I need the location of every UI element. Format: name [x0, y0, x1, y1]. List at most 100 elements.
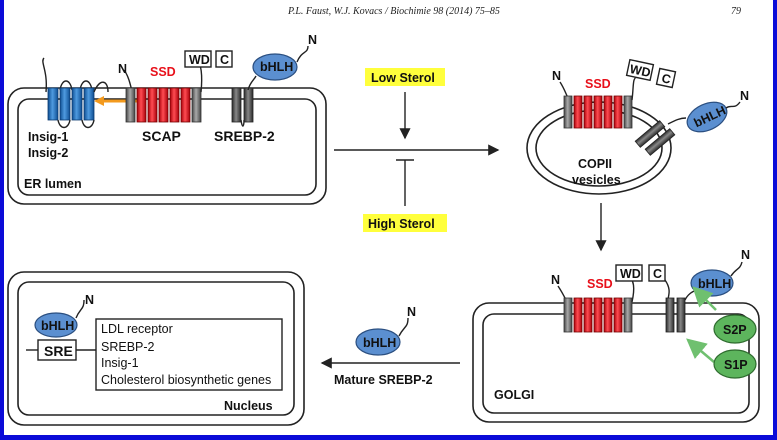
wd-domain-golgi	[615, 264, 643, 282]
srebp2-helix	[644, 128, 676, 156]
ssd-helix	[169, 87, 180, 123]
target-gene-item: LDL receptor	[101, 322, 173, 336]
srebp2-helix	[243, 87, 254, 123]
page-number: 79	[731, 6, 741, 17]
low-sterol-highlight	[365, 68, 445, 86]
scap-helix	[125, 87, 136, 123]
ssd-helix	[603, 297, 613, 333]
target-gene-item: Cholesterol biosynthetic genes	[101, 373, 271, 387]
c-domain-golgi	[648, 264, 666, 282]
c-label-golgi: C	[653, 267, 662, 281]
ssd-helix	[613, 297, 623, 333]
bhlh-n-terminus-nucleus: N	[85, 293, 94, 307]
golgi-label: GOLGI	[494, 388, 534, 402]
srebp2-label-er: SREBP-2	[214, 128, 275, 144]
scap-helix	[191, 87, 202, 123]
ssd-helix	[593, 95, 603, 129]
bhlh-domain-mature	[355, 328, 401, 356]
high-sterol-label: High Sterol	[368, 217, 435, 231]
ssd-helix	[147, 87, 158, 123]
c-label-er: C	[220, 53, 229, 67]
copii-vesicle: COPII vesicles N SSD WD C bHLH N	[526, 58, 749, 195]
bhlh-domain-er	[252, 53, 298, 81]
nucleus-compartment: Nucleus bHLH N SRE LDL receptor SREBP-2 …	[7, 271, 305, 426]
s1p-cleavage-arrow	[692, 286, 717, 311]
srebp2-helix	[676, 297, 686, 333]
figure-page: P.L. Faust, W.J. Kovacs / Biochimie 98 (…	[4, 0, 773, 435]
nucleus-membrane-inner	[17, 281, 295, 416]
srebp2-helix	[231, 87, 242, 123]
scap-label: SCAP	[142, 128, 181, 144]
golgi-scap-n-terminus: N	[551, 273, 560, 287]
s2p-label: S2P	[723, 323, 747, 337]
mature-srebp2-label: Mature SREBP-2	[334, 373, 433, 387]
srebp2-helix	[634, 120, 666, 148]
ssd-helix	[573, 95, 583, 129]
wd-label-copii: WD	[629, 62, 652, 80]
ssd-label-golgi: SSD	[587, 277, 613, 291]
c-label-copii: C	[660, 71, 672, 87]
bhlh-n-terminus-mature: N	[407, 305, 416, 319]
ssd-helix	[158, 87, 169, 123]
ssd-helix	[583, 95, 593, 129]
wd-domain-copii	[625, 58, 655, 82]
nucleus-membrane-outer	[7, 271, 305, 426]
bhlh-domain-copii	[686, 101, 728, 133]
insig-helix	[47, 87, 59, 121]
ssd-helix	[136, 87, 147, 123]
s1p-label: S1P	[724, 358, 748, 372]
c-domain-copii	[655, 67, 677, 89]
low-sterol-label: Low Sterol	[371, 71, 435, 85]
insig-helix	[71, 87, 83, 121]
ssd-label-copii: SSD	[585, 77, 611, 91]
insig-2-label: Insig-2	[28, 146, 68, 160]
copii-label-line1: COPII	[578, 157, 612, 171]
orange-arrowhead	[94, 96, 104, 106]
bhlh-domain-nucleus	[34, 312, 78, 338]
wd-label-er: WD	[189, 53, 210, 67]
bhlh-label-nucleus: bHLH	[41, 319, 74, 333]
c-domain-er	[215, 50, 233, 68]
golgi-compartment: GOLGI N SSD WD C bHLH N S2P S1P	[472, 248, 760, 423]
scap-helix	[563, 95, 573, 129]
wd-domain-er	[184, 50, 212, 68]
insig-protein: Insig-1 Insig-2	[28, 57, 109, 160]
wd-label-golgi: WD	[620, 267, 641, 281]
insig-helix	[83, 87, 95, 121]
high-sterol-highlight	[363, 214, 447, 232]
target-genes-box	[95, 318, 283, 391]
bhlh-n-terminus-er: N	[308, 33, 317, 47]
nucleus-label: Nucleus	[224, 399, 273, 413]
target-gene-item: SREBP-2	[101, 340, 155, 354]
srebp2-protein-er: bHLH N SREBP-2	[214, 33, 317, 144]
scap-helix	[623, 297, 633, 333]
ssd-helix	[180, 87, 191, 123]
ssd-helix	[603, 95, 613, 129]
mature-srebp2: bHLH N Mature SREBP-2	[320, 305, 460, 387]
target-gene-item: Insig-1	[101, 356, 139, 370]
bhlh-n-terminus-copii: N	[740, 89, 749, 103]
s2p-cleavage-arrow	[686, 338, 715, 363]
sre-label: SRE	[44, 343, 73, 359]
insig-1-label: Insig-1	[28, 130, 68, 144]
copii-label-line2: vesicles	[572, 173, 621, 187]
ssd-helix	[583, 297, 593, 333]
er-lumen-label: ER lumen	[24, 177, 82, 191]
srebp2-helix	[665, 297, 675, 333]
copii-scap-n-terminus: N	[552, 69, 561, 83]
scap-protein-er: N SSD SCAP WD C	[118, 50, 233, 144]
ssd-label-er: SSD	[150, 65, 176, 79]
insig-n-tail	[42, 57, 48, 93]
s2p-protease	[713, 314, 757, 344]
insig-helix	[59, 87, 71, 121]
bhlh-label-er: bHLH	[260, 60, 293, 74]
s1p-protease	[713, 349, 757, 379]
ssd-helix	[573, 297, 583, 333]
bhlh-label-golgi: bHLH	[698, 277, 731, 291]
scap-n-terminus: N	[118, 62, 127, 76]
scap-helix	[563, 297, 573, 333]
srebp-pathway-diagram: P.L. Faust, W.J. Kovacs / Biochimie 98 (…	[7, 6, 760, 426]
ssd-helix	[613, 95, 623, 129]
bhlh-label-mature: bHLH	[363, 336, 396, 350]
scap-helix	[623, 95, 633, 129]
